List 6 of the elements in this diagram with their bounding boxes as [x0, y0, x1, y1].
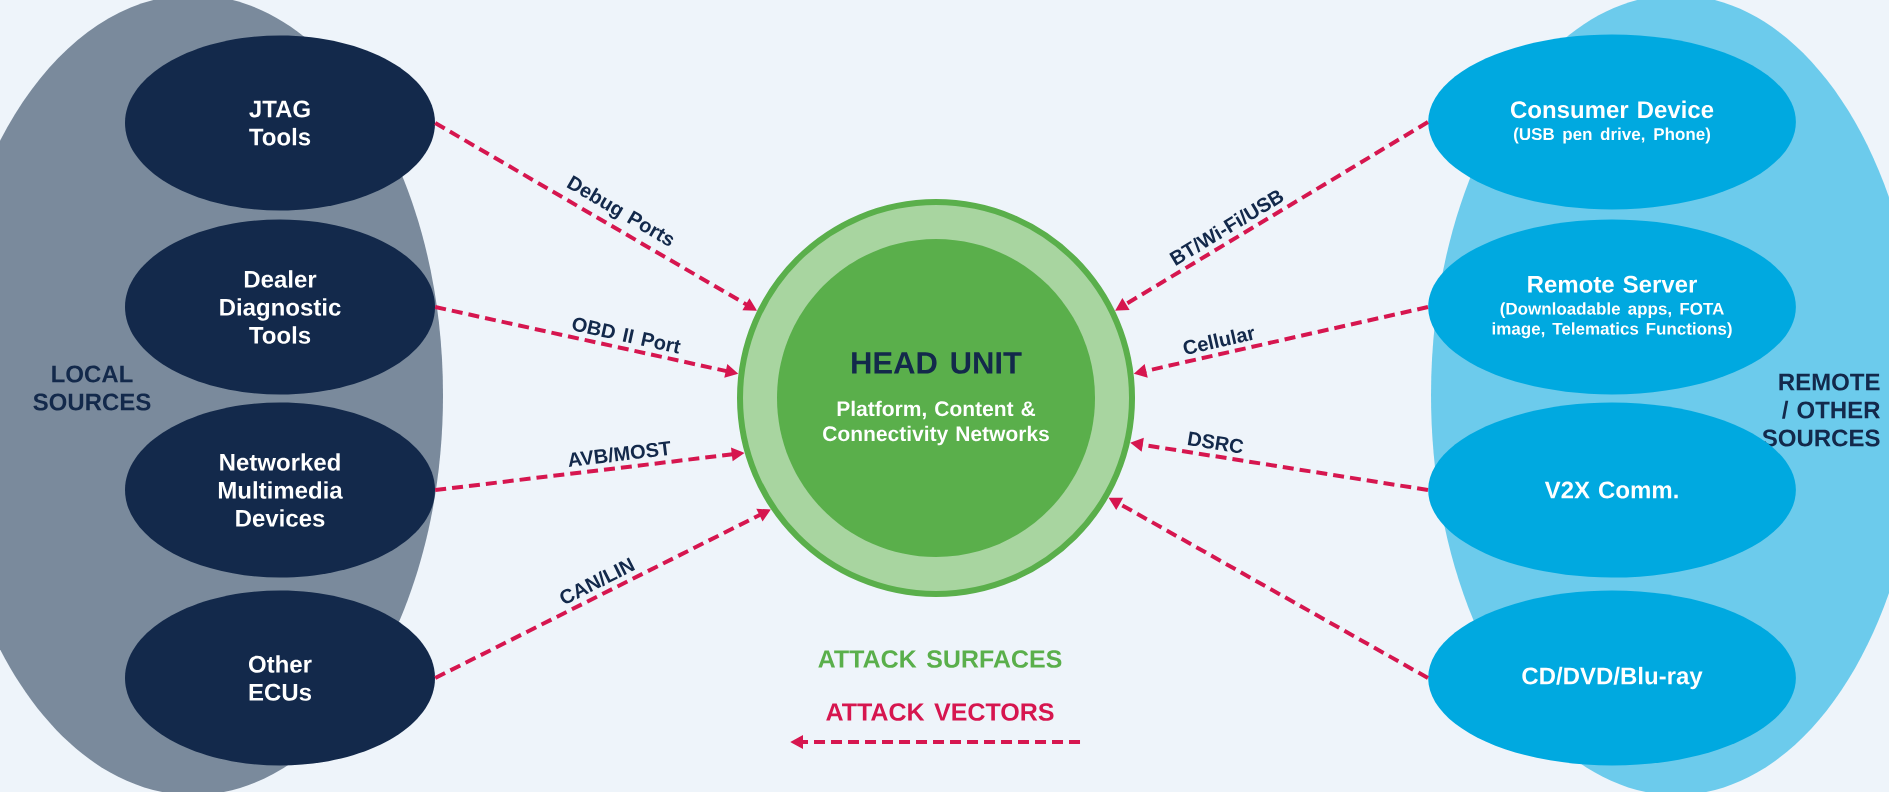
edge-label: Cellular: [1183, 328, 1254, 354]
edge-label: OBD II Port: [572, 317, 681, 354]
edge-label: DSRC: [1187, 431, 1244, 454]
legend-label: ATTACK SURFACES: [818, 650, 1062, 668]
legend-label: ATTACK VECTORS: [826, 703, 1054, 721]
edge-label: AVB/MOST: [568, 441, 671, 467]
